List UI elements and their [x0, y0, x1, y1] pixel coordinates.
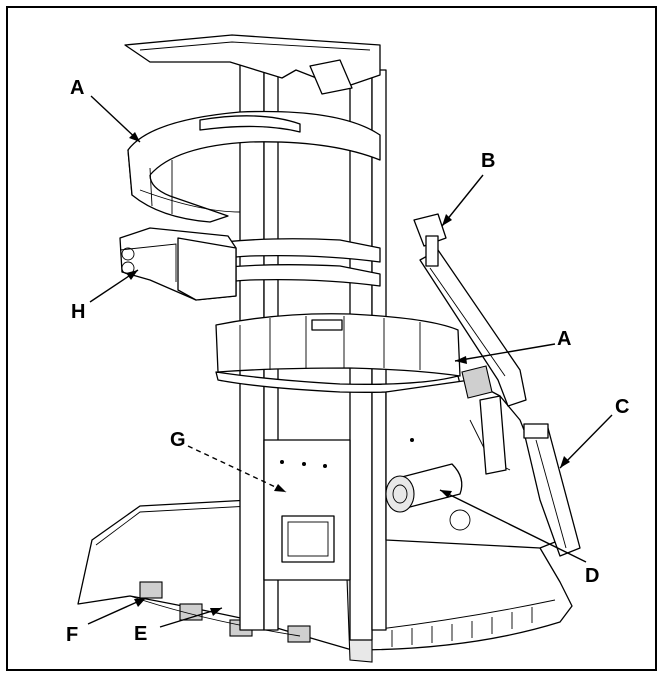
trolley-4 — [287, 625, 311, 643]
top-cap — [124, 34, 381, 95]
lower-ring — [215, 313, 461, 393]
leader-a-top — [90, 95, 141, 143]
arm-assembly — [413, 213, 527, 475]
callout-h: H — [71, 301, 85, 323]
trolley-1 — [139, 581, 163, 599]
callout-d: D — [585, 565, 599, 587]
callout-a-top: A — [70, 77, 84, 99]
cylinder-d — [385, 463, 463, 513]
leader-a-right — [454, 343, 556, 362]
main-column — [239, 49, 387, 641]
callout-e: E — [134, 623, 147, 645]
leader-lines — [87, 95, 613, 628]
bracket-h — [119, 227, 237, 301]
callouts: A B A C D E F G H — [66, 77, 629, 646]
leader-c — [559, 414, 613, 469]
callout-c: C — [615, 396, 629, 418]
upper-ring — [127, 110, 381, 223]
leader-g — [187, 445, 287, 493]
callout-g: G — [170, 429, 186, 451]
leader-d — [439, 489, 587, 563]
callout-a-right: A — [557, 328, 571, 350]
post-c — [523, 423, 581, 557]
callout-f: F — [66, 624, 78, 646]
mid-ring — [199, 238, 381, 287]
callout-b: B — [481, 150, 495, 172]
